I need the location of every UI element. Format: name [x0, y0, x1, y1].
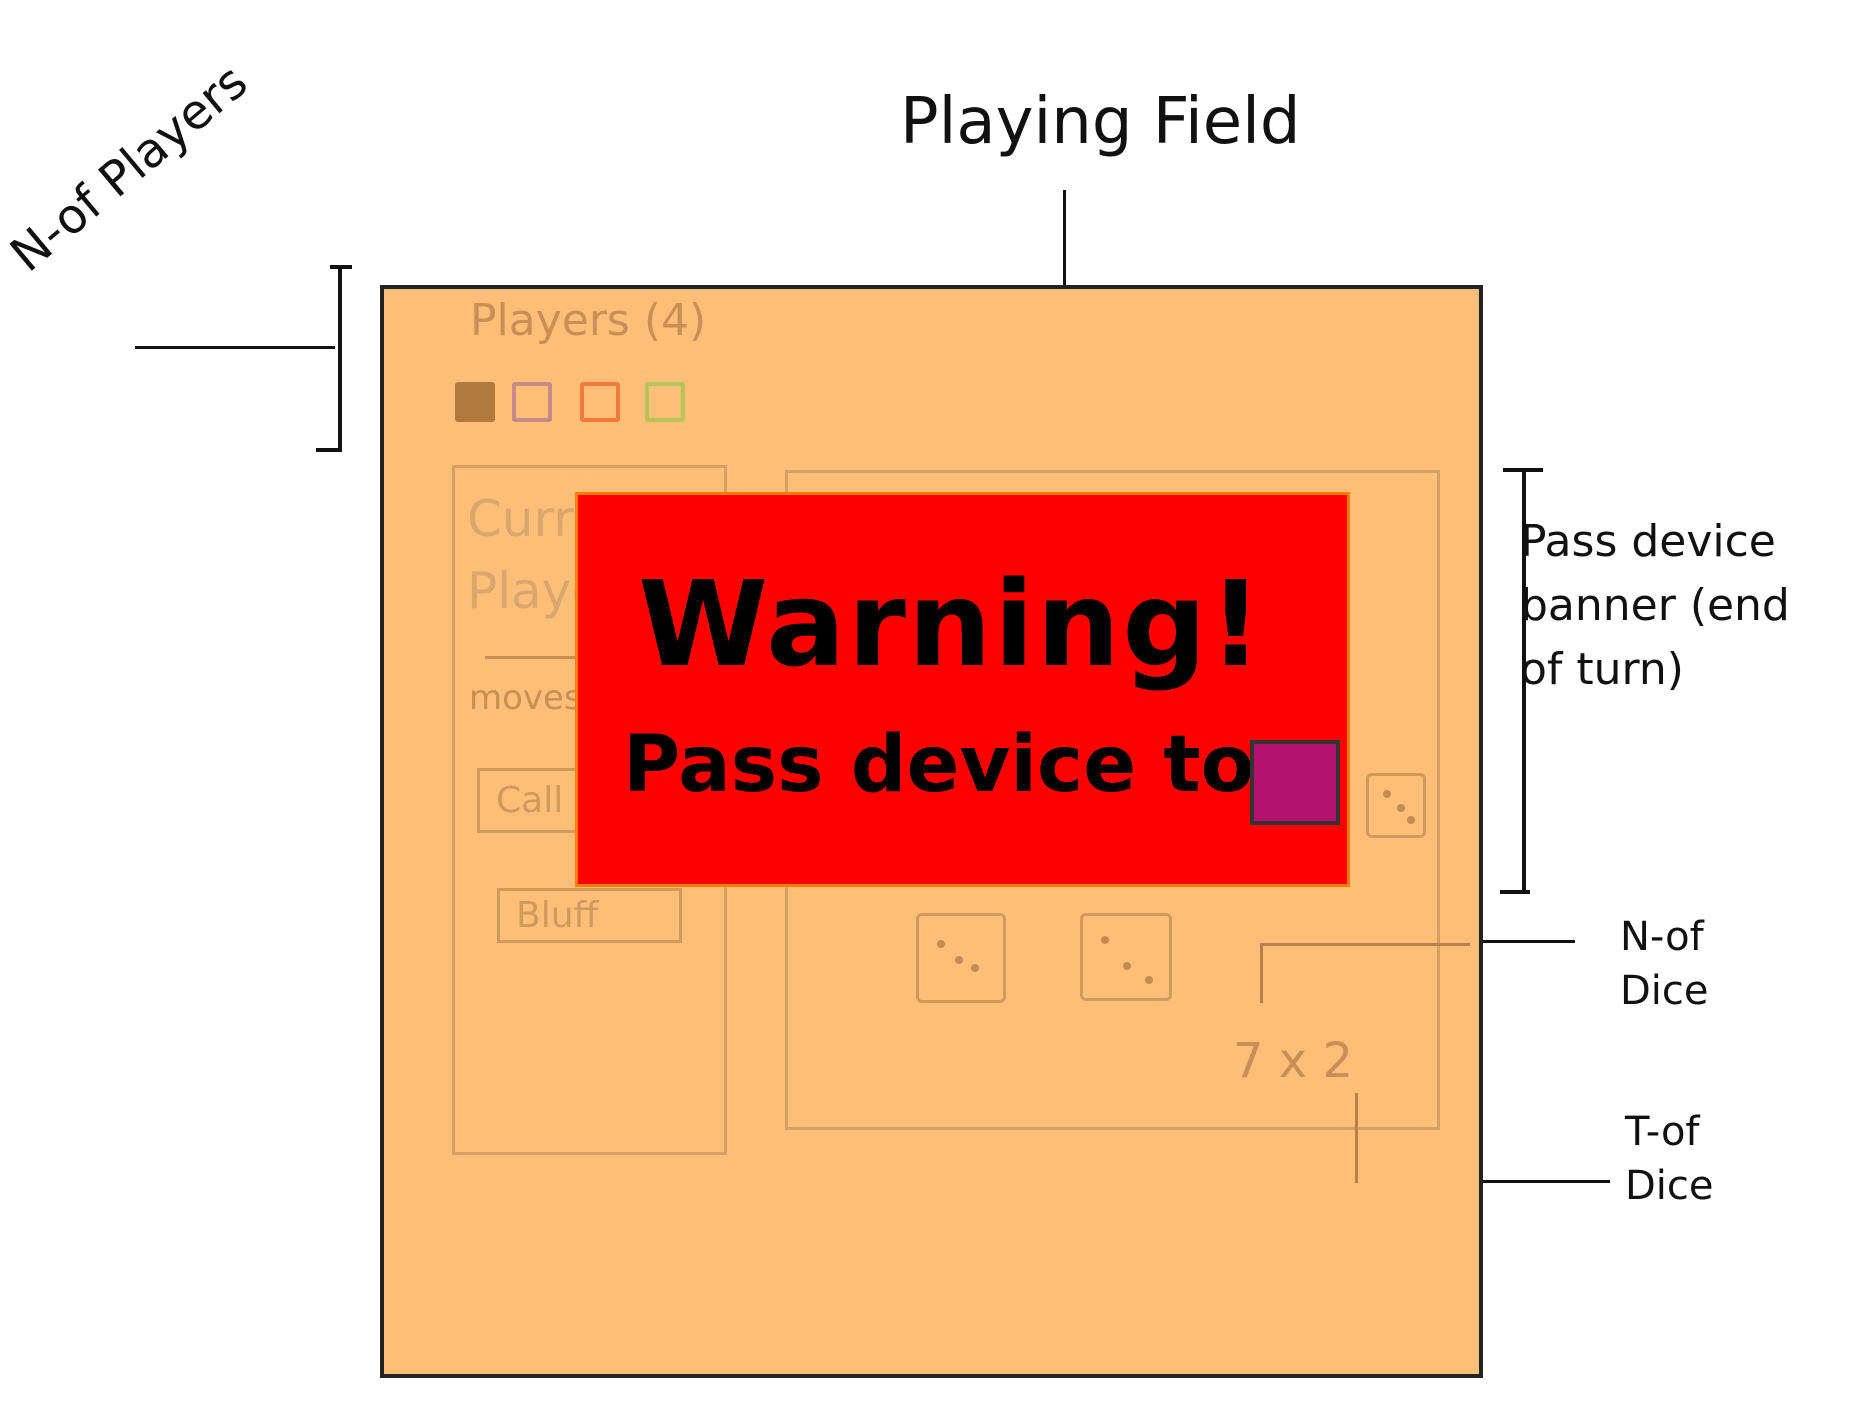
pass-device-message: Pass device to	[623, 720, 1255, 810]
die[interactable]	[1080, 913, 1172, 1001]
player-swatch-1[interactable]	[455, 382, 495, 422]
t-of-dice-indicator	[1355, 1093, 1358, 1183]
player-swatch-2[interactable]	[512, 382, 552, 422]
warning-title: Warning!	[638, 555, 1265, 693]
n-of-players-bracket	[338, 265, 342, 450]
annotation-n-of-dice: N-of Dice	[1620, 914, 1709, 1014]
annotation-pass-device-banner: Pass device banner (end of turn)	[1520, 516, 1790, 695]
player-swatch-3[interactable]	[580, 382, 620, 422]
n-of-dice-indicator-top	[1260, 943, 1470, 946]
n-of-players-pointer	[135, 346, 335, 349]
dice-summary: 7 x 2	[1233, 1033, 1353, 1089]
die[interactable]	[916, 913, 1006, 1003]
annotation-n-of-players: N-of Players	[0, 53, 259, 283]
die-pip	[937, 940, 945, 948]
n-of-dice-indicator	[1260, 943, 1263, 1003]
n-of-players-bracket-top	[330, 265, 352, 269]
annotation-t-of-dice: T-of Dice	[1625, 1109, 1714, 1209]
die-pip	[1383, 790, 1391, 798]
annotation-playing-field: Playing Field	[900, 85, 1301, 159]
die-pip	[1397, 804, 1405, 812]
die-pip	[1101, 936, 1109, 944]
players-count-label: Players (4)	[470, 295, 707, 346]
moves-label: moves:	[469, 678, 594, 718]
next-player-color-swatch	[1250, 740, 1340, 825]
die-pip	[971, 964, 979, 972]
die-pip	[1145, 976, 1153, 984]
pass-device-banner: Warning! Pass device to	[575, 492, 1350, 887]
die-pip	[1407, 816, 1415, 824]
die-pip	[955, 956, 963, 964]
bluff-button[interactable]: Bluff	[497, 888, 682, 943]
player-swatch-4[interactable]	[645, 382, 685, 422]
pass-banner-bracket	[1522, 468, 1526, 893]
n-of-players-bracket-bottom	[316, 448, 342, 452]
die[interactable]	[1366, 773, 1426, 838]
pass-banner-bracket-bottom	[1500, 890, 1530, 894]
pass-banner-bracket-top	[1503, 468, 1543, 472]
die-pip	[1123, 962, 1131, 970]
